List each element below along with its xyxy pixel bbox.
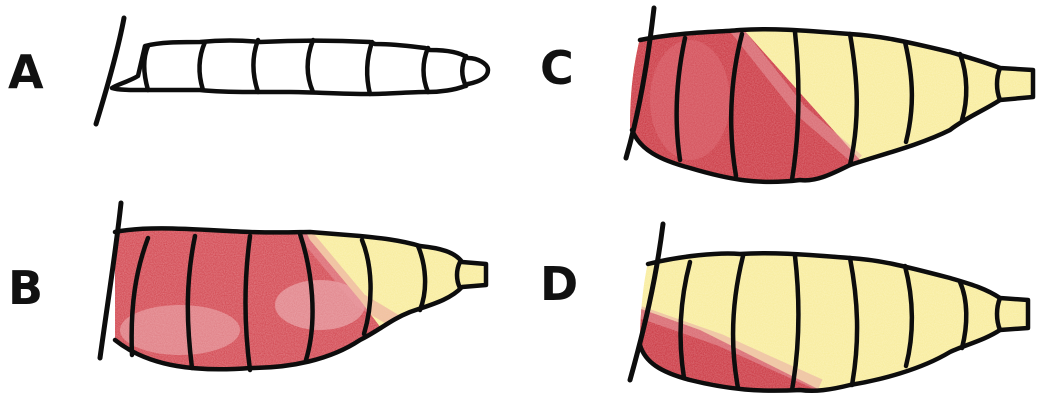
panel-label-a: A [8, 45, 44, 99]
panel-c-abdomen [620, 8, 1040, 200]
panel-a-abdomen [96, 18, 488, 124]
panel-d-abdomen [630, 224, 1040, 395]
panel-label-d: D [540, 257, 578, 311]
panel-a-divider-2 [199, 42, 205, 90]
panel-d-coloring [630, 245, 1040, 395]
panel-a-divider-3 [254, 40, 259, 92]
panel-a-divider-4 [308, 40, 313, 92]
panel-a-divider-5 [367, 42, 372, 94]
panel-label-c: C [540, 41, 574, 95]
panel-a-outline [112, 41, 488, 95]
panel-a-divider-1 [144, 46, 148, 90]
panel-b-abdomen [100, 203, 500, 380]
panel-a-stem [96, 18, 124, 124]
panel-label-b: B [8, 261, 43, 315]
panel-a-divider-7 [462, 56, 466, 86]
panel-a-divider-6 [424, 48, 429, 92]
